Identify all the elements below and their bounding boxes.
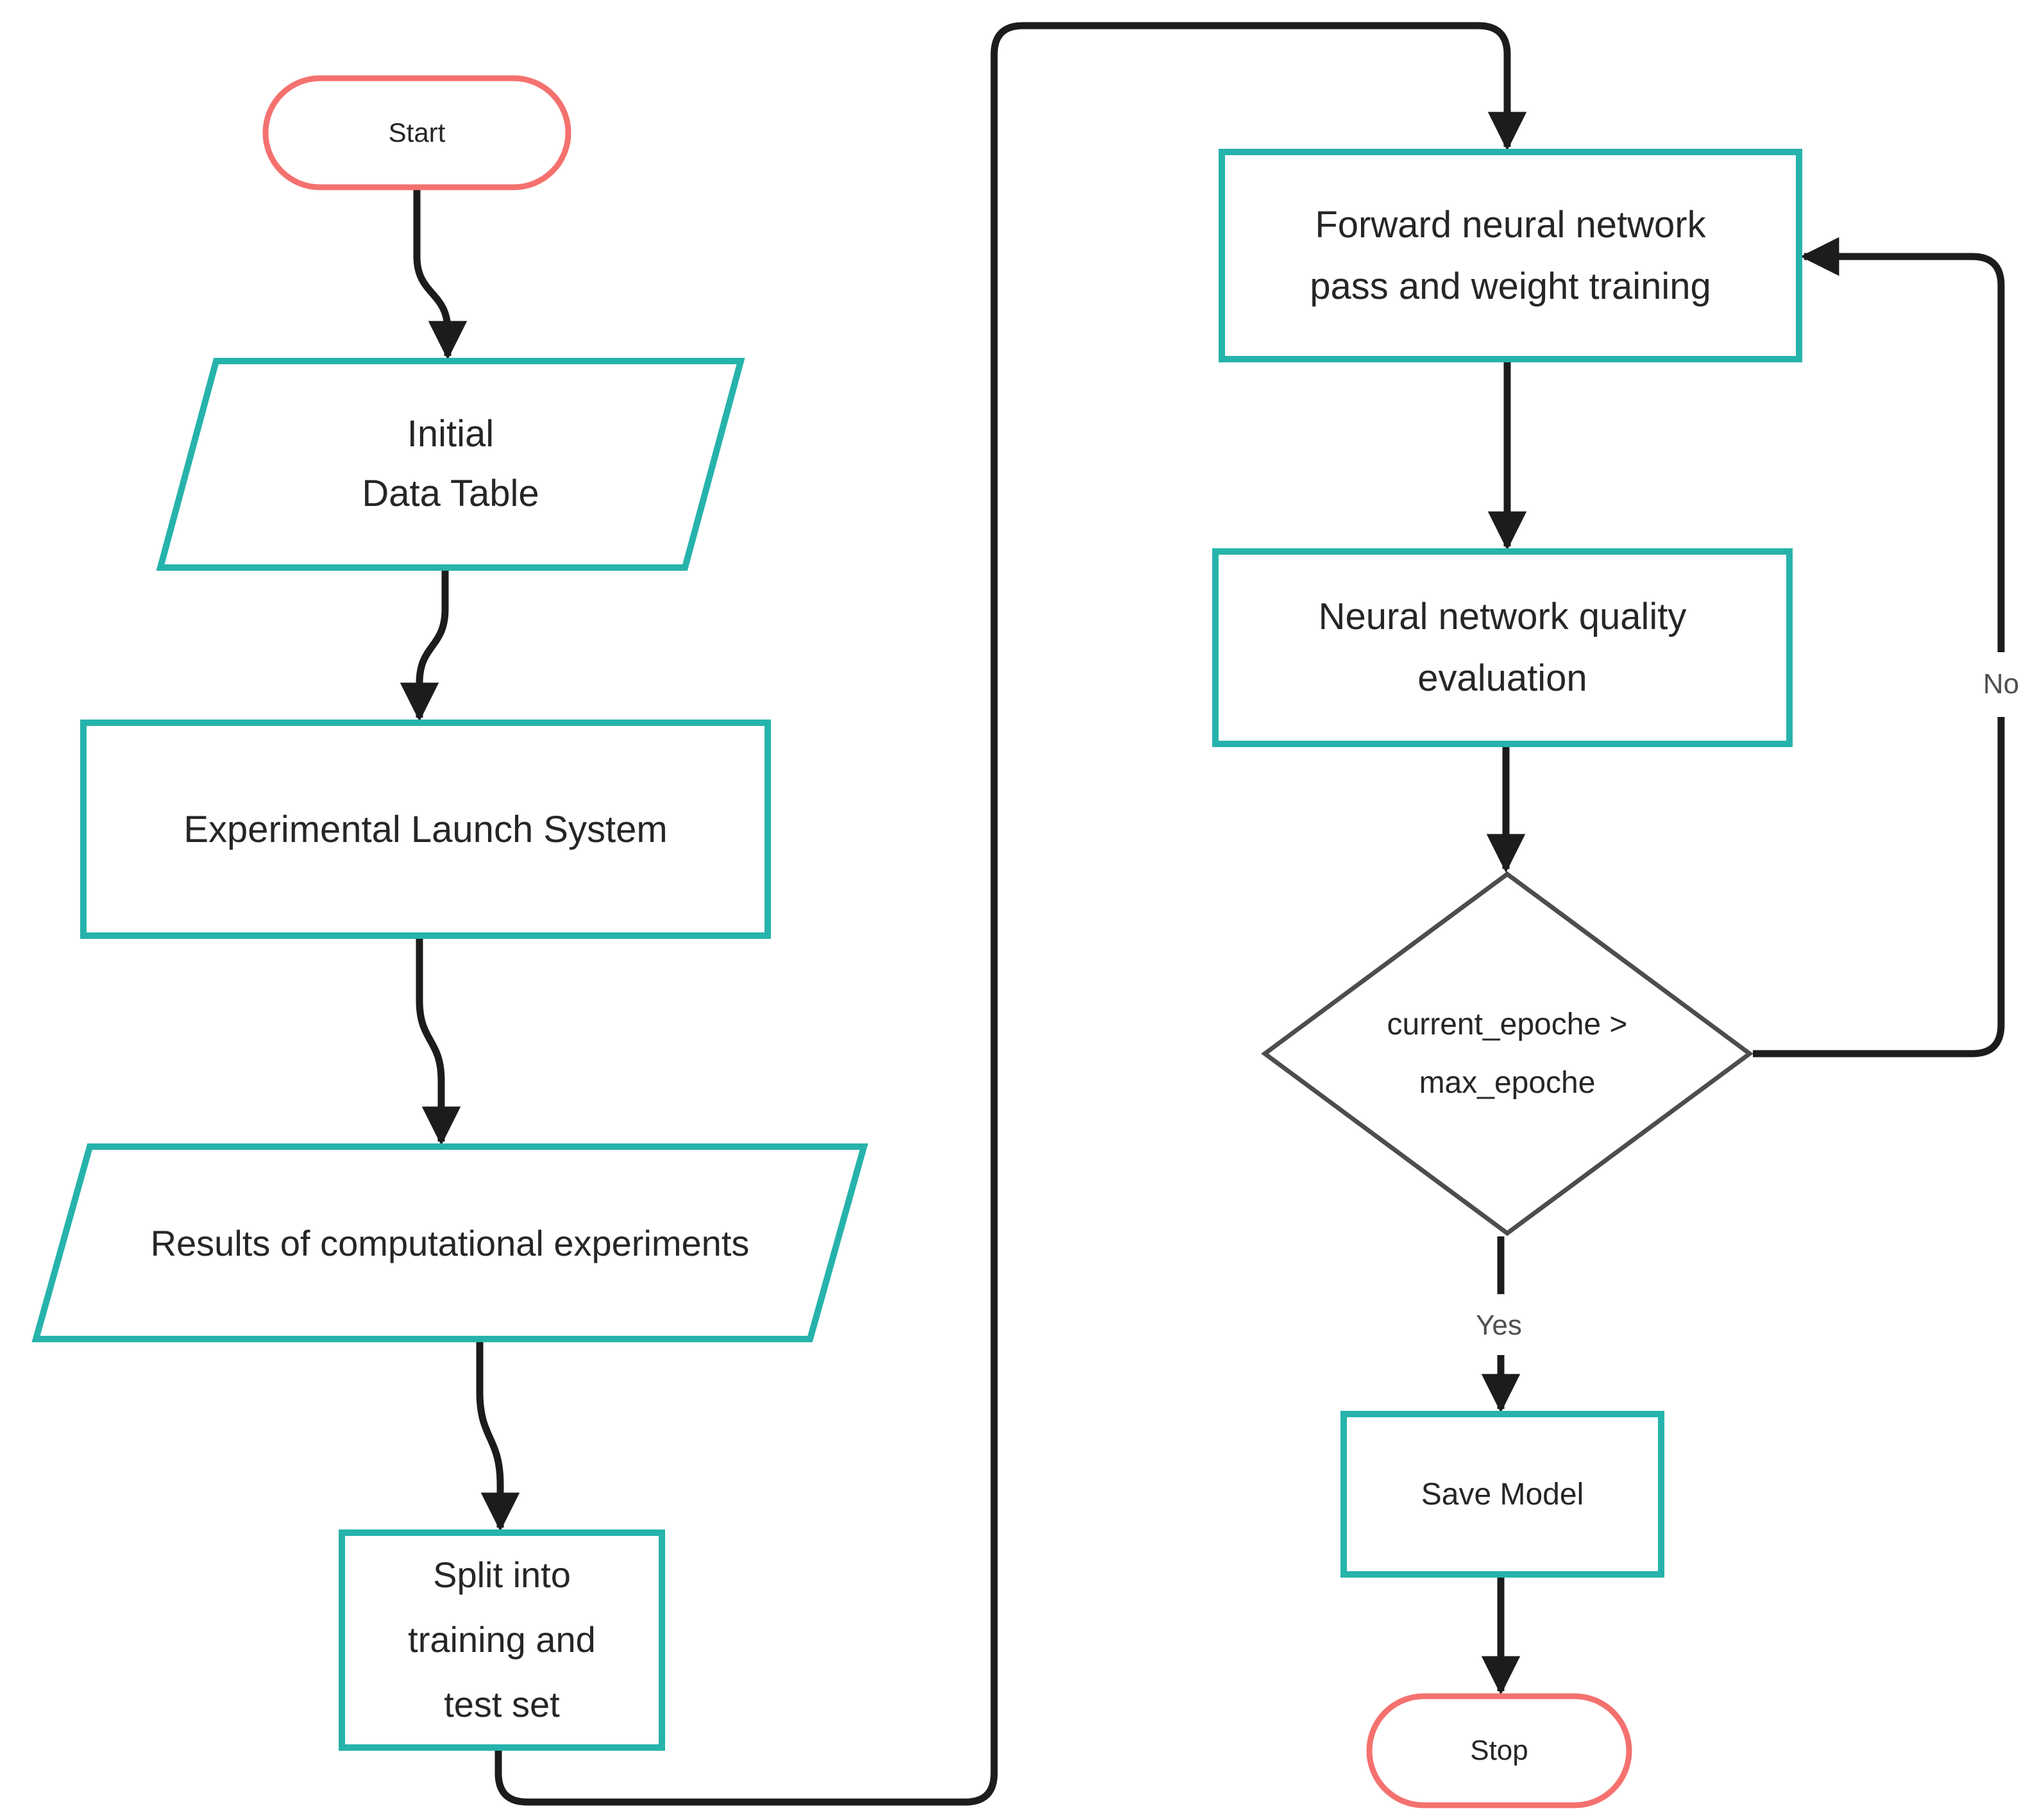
edge-decision-no-to-forward (1753, 257, 2005, 1057)
node-experimental-shape (80, 720, 771, 939)
node-initial-data-shape (156, 358, 745, 571)
edge-start-to-initial-data (413, 187, 468, 360)
node-results-shape (31, 1143, 868, 1342)
node-decision-shape (1261, 871, 1754, 1236)
edge-initial-data-to-experimental (400, 571, 449, 722)
node-quality-shape (1212, 548, 1793, 747)
node-forward-shape (1219, 149, 1802, 362)
node-start-shape (262, 75, 571, 190)
node-split-shape (339, 1529, 665, 1751)
edge-results-to-split (476, 1342, 520, 1532)
edge-experimental-to-results (416, 939, 461, 1146)
edge-split-to-forward (494, 22, 1527, 1806)
node-save-shape (1340, 1411, 1664, 1578)
node-stop-shape (1366, 1693, 1632, 1808)
